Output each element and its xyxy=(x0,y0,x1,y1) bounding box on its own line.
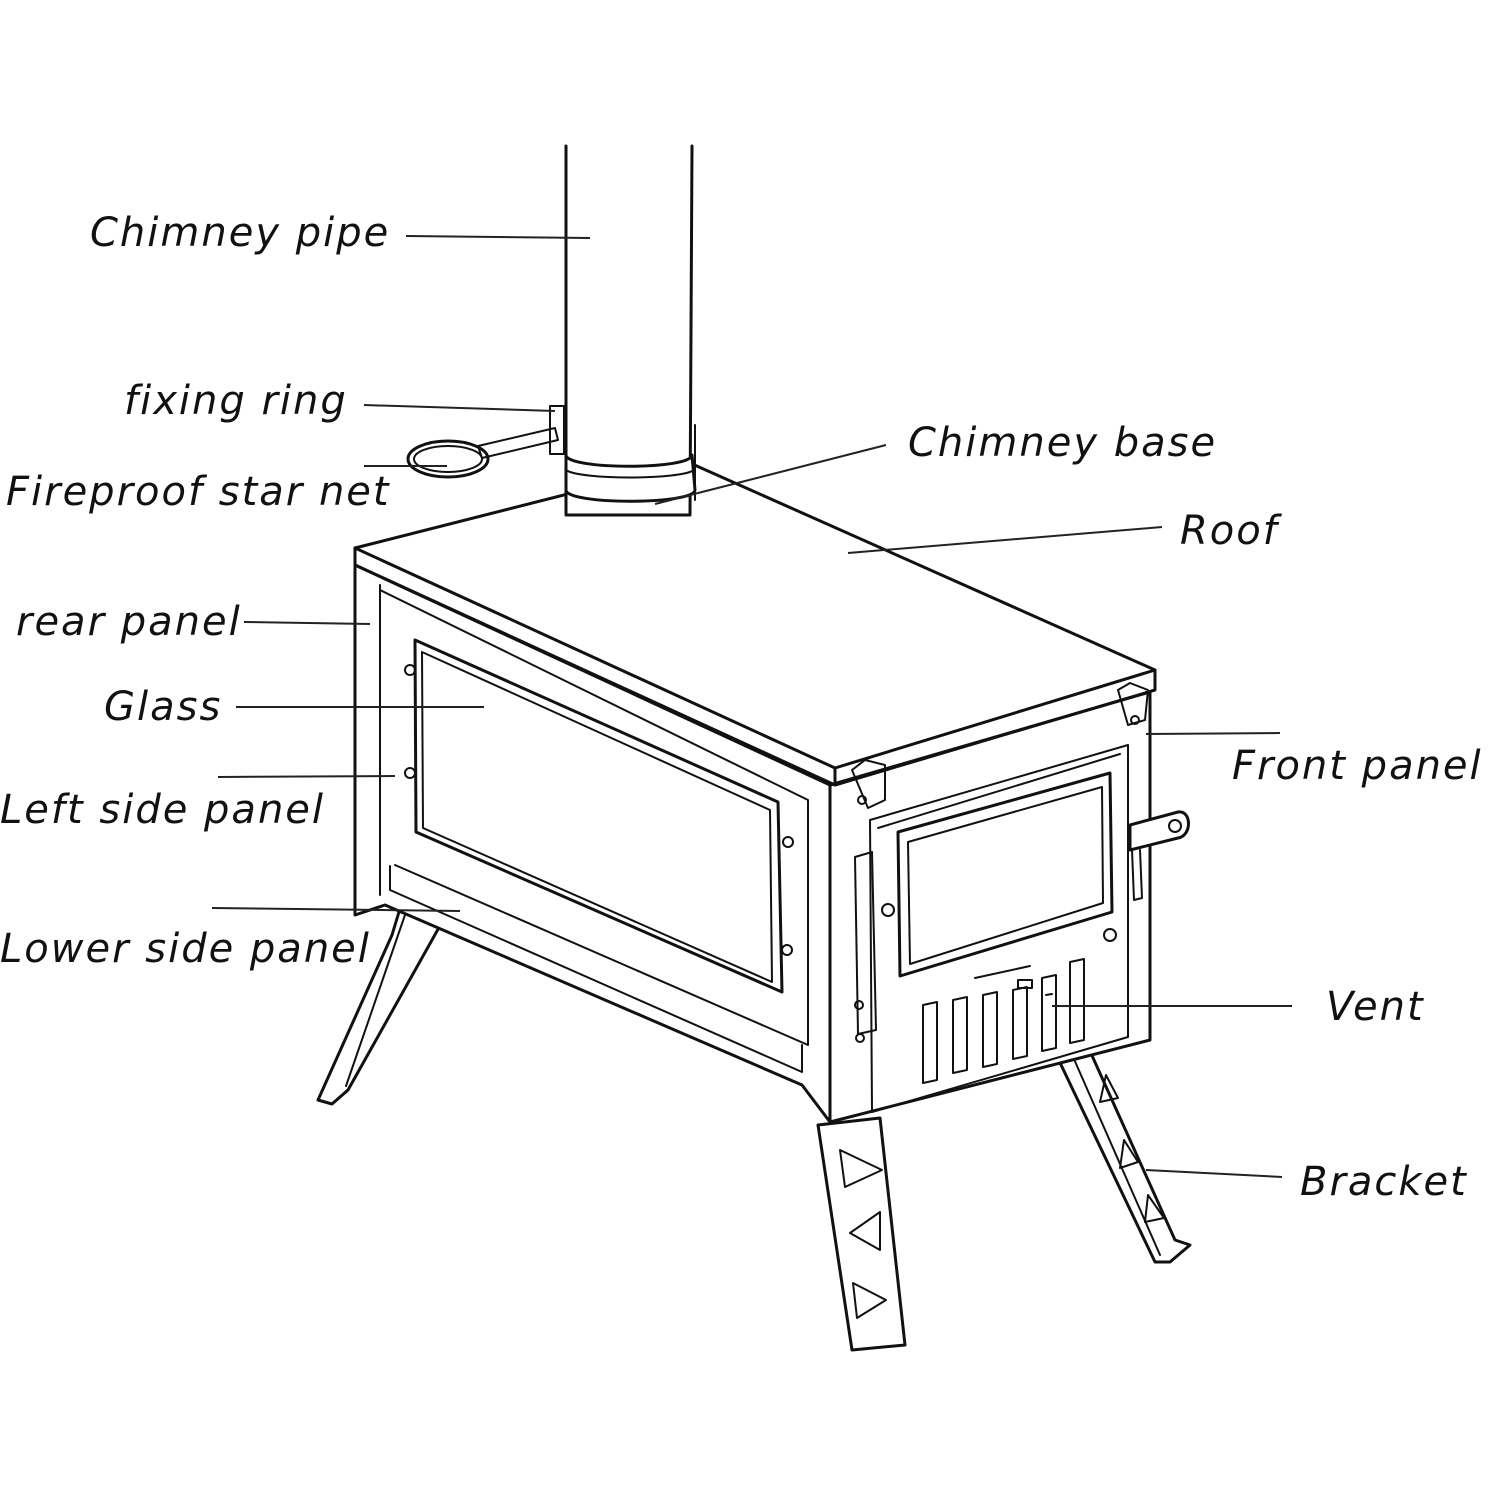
chimney-pipe xyxy=(564,144,697,517)
label-rear-panel: rear panel xyxy=(16,599,242,645)
label-lower-side-panel: Lower side panel xyxy=(0,926,371,972)
label-fixing-ring: fixing ring xyxy=(124,378,348,424)
front-left-leg xyxy=(816,1116,907,1352)
label-vent: Vent xyxy=(1326,984,1425,1030)
rear-right-leg xyxy=(1051,1038,1192,1264)
vent-slots xyxy=(922,958,1085,1084)
fixing-ring-part xyxy=(406,405,565,479)
stove-illustration xyxy=(316,144,1192,1264)
glass-window xyxy=(404,638,794,994)
label-glass: Glass xyxy=(104,684,222,730)
label-front-panel: Front panel xyxy=(1232,743,1483,789)
label-chimney-pipe: Chimney pipe xyxy=(90,210,390,256)
label-left-side-panel: Left side panel xyxy=(0,787,325,833)
label-roof: Roof xyxy=(1180,508,1283,554)
part-labels: Chimney pipe fixing ring Fireproof star … xyxy=(0,210,1483,1205)
leader-lines xyxy=(211,235,1292,1178)
front-panel-body xyxy=(828,690,1152,1124)
front-window xyxy=(881,771,1117,978)
label-bracket: Bracket xyxy=(1300,1159,1468,1205)
door-latch xyxy=(1128,810,1190,901)
label-chimney-base: Chimney base xyxy=(908,420,1217,466)
door-hinge xyxy=(854,851,877,1043)
label-fireproof-star-net: Fireproof star net xyxy=(6,469,391,515)
